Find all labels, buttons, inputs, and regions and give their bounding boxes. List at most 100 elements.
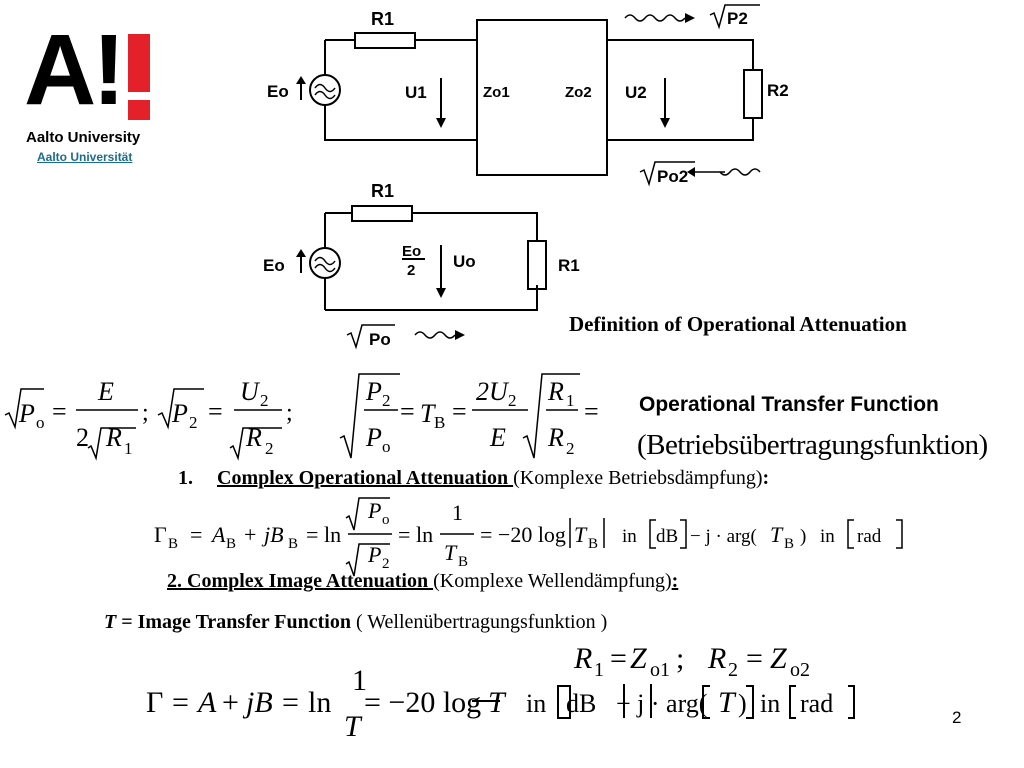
eq1-tb-sub: B <box>458 554 468 570</box>
definition-title: Definition of Operational Attenuation <box>569 312 907 336</box>
match-semicolon: ; <box>676 642 684 675</box>
section1-colon: : <box>762 467 770 489</box>
eq2-equals-2: = <box>282 686 299 719</box>
eq-semicolon-1: ; <box>142 400 149 426</box>
eq-2u2: 2U <box>476 377 510 406</box>
eq1-equals-3: = <box>398 522 410 547</box>
eq1-equals-1: = <box>190 522 202 547</box>
eq1-tb-abs: T <box>574 522 588 547</box>
c1-u2-label: U2 <box>625 83 647 102</box>
match-r1: R <box>573 642 592 675</box>
image-tf-label: = Image Transfer Function <box>116 611 356 633</box>
eq-frac-po-sub: o <box>382 437 391 456</box>
eq2-t-abs: T <box>488 686 507 719</box>
eq2-a: A <box>196 686 217 719</box>
c1-r1-label: R1 <box>371 9 394 29</box>
eq1-close-paren: ) <box>800 526 806 547</box>
eq1-in-2: in <box>820 526 835 547</box>
eq1-po: P <box>367 498 381 523</box>
eq-e: E <box>97 377 114 406</box>
match-equals-2: = <box>746 642 763 675</box>
match-equals-1: = <box>610 642 627 675</box>
eq1-rad: rad <box>857 526 882 547</box>
eq-u2: U <box>240 377 261 406</box>
eq1-gamma: Γ <box>154 522 167 547</box>
c2-e0-label: Eo <box>263 256 285 275</box>
eq2-in-2: in <box>760 689 780 718</box>
aalto-link[interactable]: Aalto Universität <box>37 150 133 164</box>
image-attenuation-equation: Γ = A + jB = ln 1 T = −20 log T in dB − … <box>146 664 855 743</box>
eq1-jb: jB <box>261 522 284 547</box>
eq-r2-sub: 2 <box>265 439 274 458</box>
match-zo1-sub: o1 <box>650 659 670 681</box>
eq-p2: P <box>171 399 188 428</box>
eq1-po-sub: o <box>382 512 390 528</box>
image-tf-german: ( Wellenübertragungsfunktion ) <box>355 611 608 633</box>
eq2-close-paren: ) <box>738 689 747 718</box>
otf-title: Operational Transfer Function <box>639 393 939 416</box>
match-zo1: Z <box>630 642 647 675</box>
match-zo2: Z <box>770 642 787 675</box>
logo-exclamation <box>128 34 150 120</box>
eq1-minus-j-arg: − j · arg( <box>690 526 757 547</box>
page-number: 2 <box>952 708 962 727</box>
logo-mark: A! <box>24 14 126 126</box>
section2-colon: : <box>671 570 679 592</box>
c2-sqrt-po-label: Po <box>369 330 391 349</box>
eq1-gamma-sub: B <box>168 536 178 552</box>
section2-heading: 2. Complex Image Attenuation (Komplexe W… <box>167 570 678 593</box>
c1-zo2-label: Zo2 <box>565 84 592 101</box>
image-tf-t: T <box>104 611 117 633</box>
eq2-db: dB <box>566 689 596 718</box>
eq-frac-po: P <box>365 423 382 452</box>
eq2-gamma: Γ <box>146 686 163 719</box>
eq2-plus: + <box>222 686 239 719</box>
section1-german: (Komplexe Betriebsdämpfung) <box>513 467 763 489</box>
eq1-p2-sub: 2 <box>382 556 390 572</box>
eq2-neg20log: = −20 log <box>364 686 481 719</box>
c2-r1-top-label: R1 <box>371 181 394 201</box>
eq-frac-p2-sub: 2 <box>382 391 391 410</box>
eq-semicolon-2: ; <box>286 400 293 426</box>
matching-condition: R 1 = Z o1 ; R 2 = Z o2 <box>573 642 810 681</box>
eq2-jb: jB <box>242 686 273 719</box>
eq1-plus: + <box>244 522 256 547</box>
section1-number: 1. <box>178 467 193 489</box>
section2-title: 2. Complex Image Attenuation <box>167 570 434 592</box>
eq1-tb-abs-sub: B <box>588 536 598 552</box>
eq-u2-sub: 2 <box>260 391 269 410</box>
c2-half-den: 2 <box>407 262 415 279</box>
eq2-t-arg: T <box>718 686 737 719</box>
circuit-diagram-1: R1 Eo U1 Zo1 Zo2 U2 R2 P2 Po2 <box>267 4 789 187</box>
eq-equals-5: = <box>584 397 599 426</box>
eq1-tb: T <box>444 540 458 565</box>
eq-po-sub: o <box>36 413 45 432</box>
eq2-rad: rad <box>800 689 833 718</box>
eq1-tb-arg-sub: B <box>784 536 794 552</box>
match-zo2-sub: o2 <box>790 659 810 681</box>
eq-frac-r1: R <box>547 377 564 406</box>
c1-sqrt-po2-label: Po2 <box>657 167 688 186</box>
c2-half-num: Eo <box>402 243 421 260</box>
eq1-neg20log: = −20 log <box>480 522 566 547</box>
eq2-t: T <box>344 710 363 743</box>
image-tf-line: T = Image Transfer Function ( Wellenüber… <box>104 611 607 634</box>
eq2-one: 1 <box>352 664 367 697</box>
eq1-jb-sub: B <box>288 536 298 552</box>
c2-r1-right-label: R1 <box>558 256 580 275</box>
eq-r1: R <box>105 423 122 452</box>
logo-university-name: Aalto University <box>26 129 141 146</box>
eq-frac-p2: P <box>365 377 382 406</box>
eq1-p2: P <box>367 542 381 567</box>
operational-attenuation-equation: Γ B = A B + jB B = ln P o P 2 = ln 1 T B… <box>154 497 903 577</box>
eq-tb-sub: B <box>434 413 445 432</box>
eq-tb: T <box>420 399 436 428</box>
eq2-ln: ln <box>308 686 331 719</box>
power-equations: P o = E 2 R 1 ; P 2 = U 2 R 2 ; P 2 P o … <box>4 373 599 461</box>
circuit-diagram-2: R1 Eo Eo 2 Uo R1 Po <box>263 181 580 350</box>
eq-2u2-sub: 2 <box>508 391 517 410</box>
c1-zo1-label: Zo1 <box>483 84 510 101</box>
c1-r2-label: R2 <box>767 81 789 100</box>
eq-frac-r2: R <box>547 423 564 452</box>
